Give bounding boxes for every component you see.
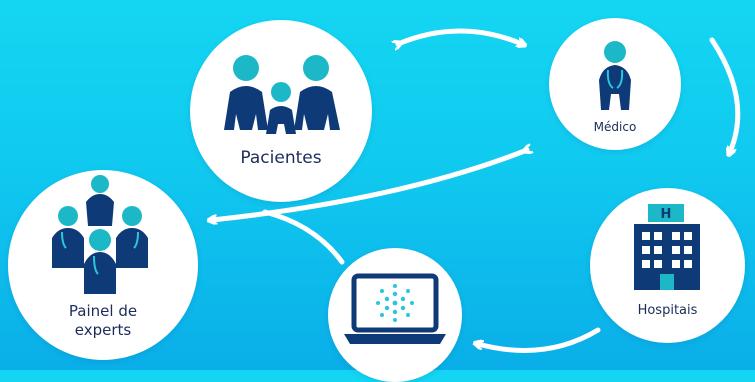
family-icon <box>224 55 340 134</box>
node-laptop <box>328 248 462 382</box>
arrow-pacientes-medico <box>398 28 522 44</box>
node-hospitais: H Hospitais <box>590 188 745 343</box>
hospital-sign-letter: H <box>661 207 672 222</box>
node-painel-experts: Painel de experts <box>8 170 198 360</box>
painel-label-line1: Painel de <box>68 302 138 320</box>
medico-label: Médico <box>593 120 637 134</box>
logo-dots-icon <box>376 284 414 322</box>
care-network-diagram: Pacientes Médico <box>0 18 745 360</box>
hospital-icon: H <box>634 204 700 290</box>
node-medico: Médico <box>549 18 681 150</box>
arrow-hospitais-laptop <box>478 327 601 353</box>
arrow-medico-hospitais <box>709 37 741 152</box>
arrows-layer <box>0 28 741 353</box>
painel-label-line2: experts <box>74 321 132 339</box>
arrow-laptop-branch <box>262 209 345 265</box>
hospitais-label: Hospitais <box>637 303 698 318</box>
painel-label: Painel de experts <box>8 302 198 340</box>
node-pacientes: Pacientes <box>190 20 372 202</box>
arrow-medico-painel <box>212 150 527 220</box>
laptop-icon <box>344 273 446 344</box>
doctor-icon <box>599 41 631 110</box>
experts-group-icon <box>52 175 148 294</box>
pacientes-label: Pacientes <box>240 148 322 168</box>
